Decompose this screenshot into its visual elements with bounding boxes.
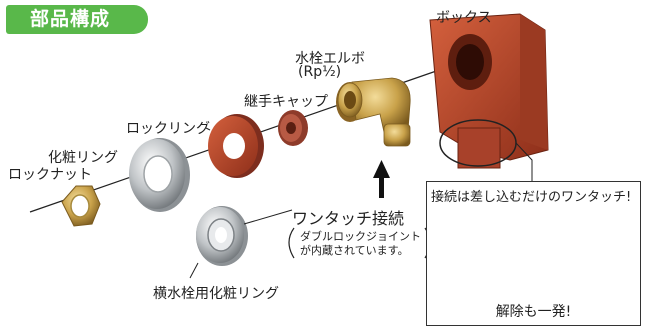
label-lock-ring: ロックリング [126,121,210,137]
lock-ring-part [208,114,264,178]
detail-panel: 接続は差し込むだけのワンタッチ! 解除も一発! [426,181,641,326]
lead-side-ring-right [243,209,293,225]
label-joint-cap: 継手キャップ [244,94,328,110]
callout-note-line2: が内蔵されています。 [300,244,409,257]
joint-cap-part [278,110,308,146]
panel-footer: 解除も一発! [495,304,572,320]
section-title: 部品構成 [6,5,148,34]
label-lock-nut: ロックナット [8,167,92,183]
label-faucet-elbow-size: (Rp½) [298,64,342,80]
side-faucet-ring-part [196,206,248,266]
label-cosmetic-ring: 化粧リング [48,150,118,166]
callout-note-line1: ダブルロックジョイント [300,230,421,243]
label-faucet-elbow: 水栓エルボ [295,51,365,67]
lead-lock-ring [205,127,211,131]
panel-title: 接続は差し込むだけのワンタッチ! [431,190,632,205]
cosmetic-ring-part [129,138,190,212]
faucet-elbow-part [336,77,411,147]
lead-side-ring [189,262,199,279]
box-part [429,13,549,169]
highlight-leader-line [515,142,533,181]
note-paren-left [288,227,295,259]
one-touch-arrow-icon [373,160,390,198]
lock-nut-part [61,185,101,227]
callout-title: ワンタッチ接続 [292,209,405,228]
label-side-faucet-ring: 横水栓用化粧リング [153,286,279,302]
label-box: ボックス [436,10,492,26]
